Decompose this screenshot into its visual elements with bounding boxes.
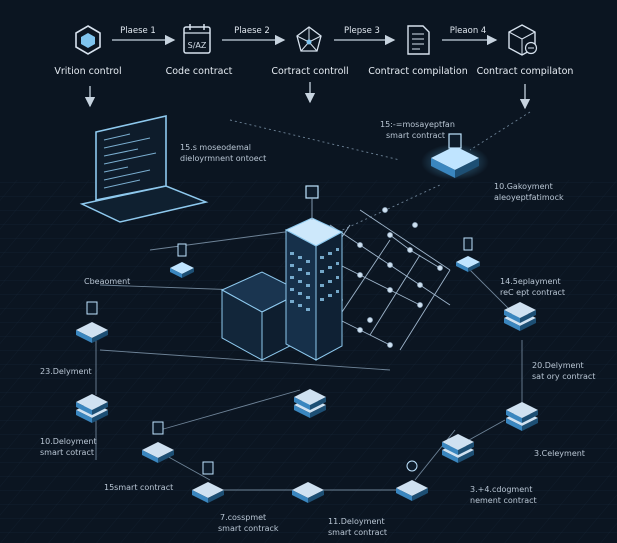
laptop-label: 15.s moseodemal bbox=[180, 143, 251, 152]
node-label: reC ept contract bbox=[500, 288, 565, 297]
node-stack bbox=[456, 237, 480, 272]
node-label: 23.Delyment bbox=[40, 367, 92, 376]
node-label: 14.5eplayment bbox=[500, 277, 561, 286]
node-stack bbox=[192, 461, 224, 503]
stage-label: Vrition control bbox=[54, 66, 121, 77]
node-label: 10.Deloyment bbox=[40, 437, 97, 446]
node-label: 20.Delyment bbox=[532, 361, 584, 370]
node-stack bbox=[504, 302, 536, 331]
lattice bbox=[299, 207, 451, 351]
node-label: 3.Celeyment bbox=[534, 449, 585, 458]
node-stack bbox=[170, 243, 194, 278]
phase-label: Plepse 3 bbox=[344, 26, 380, 36]
calendar-code-icon: S/AZ bbox=[183, 24, 211, 54]
node-label: 15:-=mosayeptfan bbox=[380, 120, 455, 129]
node-stack bbox=[294, 389, 326, 418]
node-label: 7.cosspmet bbox=[220, 513, 266, 522]
node-label: smart cotract bbox=[40, 448, 94, 457]
node-stack bbox=[142, 421, 174, 463]
node-label: smart contrack bbox=[218, 524, 279, 533]
phase-label: Plaese 2 bbox=[234, 26, 270, 36]
node-stack bbox=[76, 394, 108, 423]
node-label: 3.+4.cdogment bbox=[470, 485, 532, 494]
phase-label: Plaese 1 bbox=[120, 26, 156, 36]
building-icon bbox=[220, 185, 344, 361]
server-node-icon bbox=[431, 133, 479, 178]
node-stack bbox=[76, 301, 108, 343]
node-label: sat ory contract bbox=[532, 372, 595, 381]
network-node-icon bbox=[296, 26, 322, 52]
hexagon-box-icon bbox=[75, 25, 101, 55]
stage-label: Contract compilation bbox=[368, 66, 468, 77]
node-stack bbox=[396, 460, 428, 501]
stage-label: Code contract bbox=[166, 66, 233, 77]
node-label: nement contract bbox=[470, 496, 537, 505]
connectors bbox=[95, 111, 531, 491]
node-label: Cbeaoment bbox=[84, 277, 130, 286]
node-label: aleoyeptfatimock bbox=[494, 193, 564, 202]
document-icon bbox=[407, 25, 430, 55]
stage-label: Contract compilaton bbox=[477, 66, 574, 77]
laptop-icon bbox=[79, 114, 209, 223]
node-label: 10.Gakoyment bbox=[494, 182, 553, 191]
calendar-glyph: S/AZ bbox=[188, 41, 207, 50]
node-stack bbox=[506, 402, 538, 431]
node-stack bbox=[442, 434, 474, 463]
laptop-label: dieloyrmnent ontoect bbox=[180, 154, 266, 163]
node-label: smart contract bbox=[328, 528, 387, 537]
stage-label: Cortract controll bbox=[271, 66, 348, 77]
phase-label: Pleaon 4 bbox=[450, 26, 487, 36]
node-label: smart contract bbox=[386, 131, 445, 140]
node-label: 15smart contract bbox=[104, 483, 173, 492]
node-label: 11.Deloyment bbox=[328, 517, 385, 526]
cube-settings-icon bbox=[508, 24, 538, 56]
pipeline: S/AZ Plaese 1 Plaese 2 Plepse 3 bbox=[54, 24, 574, 110]
node-stack bbox=[292, 482, 324, 503]
